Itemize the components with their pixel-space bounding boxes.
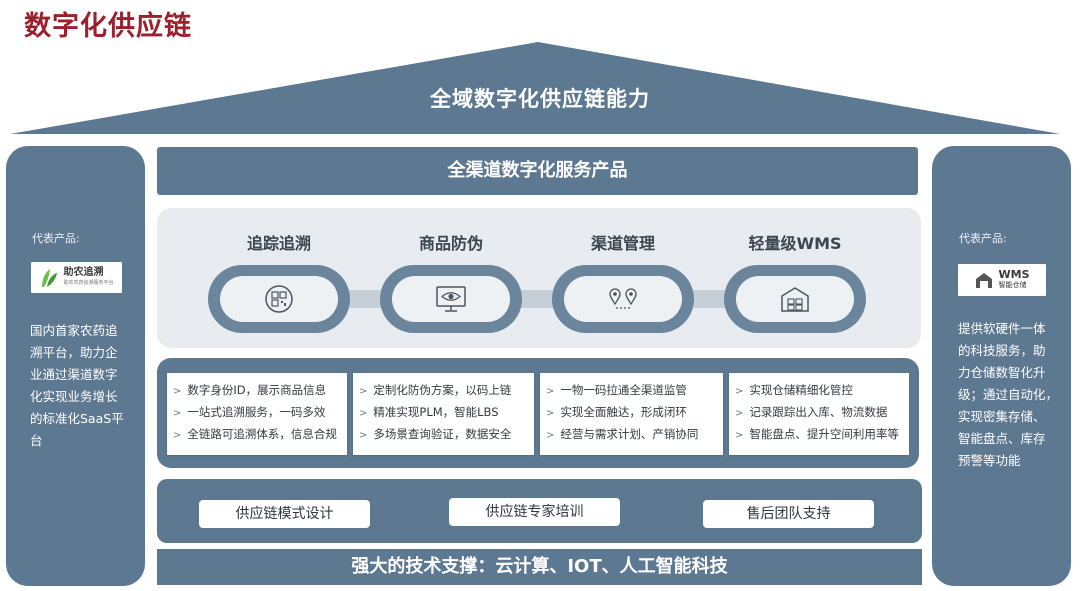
right-logo-subtext: 智能仓储 xyxy=(998,281,1027,289)
description-line: 的科技服务，助 xyxy=(958,343,1046,358)
feature-item: >一站式追溯服务，一码多效 xyxy=(173,405,326,419)
right-panel-label: 代表产品: xyxy=(959,232,1007,245)
wms-logo-icon xyxy=(976,273,993,288)
description-line: 提供软硬件一体 xyxy=(958,321,1046,336)
left-logo-text: 助农追溯 xyxy=(63,266,104,278)
chain-title-wms: 轻量级WMS xyxy=(748,234,842,253)
feature-item: >智能盘点、提升空间利用率等 xyxy=(735,427,899,441)
top-band-title: 全渠道数字化服务产品 xyxy=(157,147,918,195)
description-line: 的标准化SaaS平 xyxy=(30,411,124,426)
service-expert-training: 供应链专家培训 xyxy=(449,498,620,526)
chain-title-channel: 渠道管理 xyxy=(590,234,655,253)
description-line: 力仓储数智化升 xyxy=(958,365,1046,380)
feature-item: >一物一码拉通全渠道监管 xyxy=(546,383,687,397)
right-product-logo: WMS 智能仓储 xyxy=(958,264,1046,296)
feature-item: >定制化防伪方案，以码上链 xyxy=(359,383,512,397)
feature-item: >实现全面触达，形成闭环 xyxy=(546,405,687,419)
right-panel-description: 提供软硬件一体 的科技服务，助 力仓储数智化升 级；通过自动化， 实现密集存储、… xyxy=(958,318,1070,472)
roof-shape xyxy=(10,42,1060,134)
left-product-panel: 代表产品: 助农追溯 助农农药追溯服务平台 国内首家农药追 溯平台，助力企 业通… xyxy=(6,146,145,586)
feature-item: >实现仓储精细化管控 xyxy=(735,383,853,397)
roof-title: 全域数字化供应链能力 xyxy=(430,87,650,111)
location-route-icon xyxy=(609,288,637,309)
service-supply-chain-design: 供应链模式设计 xyxy=(199,500,370,528)
feature-card-channel: >一物一码拉通全渠道监管 >实现全面触达，形成闭环 >经营与需求计划、产销协同 xyxy=(540,373,723,455)
page-title: 数字化供应链 xyxy=(24,11,192,42)
feature-item: >全链路可追溯体系，信息合规 xyxy=(173,427,337,441)
description-line: 台 xyxy=(30,433,43,448)
description-line: 溯平台，助力企 xyxy=(30,345,118,360)
feature-item: >记录跟踪出入库、物流数据 xyxy=(735,405,888,419)
feature-card-anticounterfeit: >定制化防伪方案，以码上链 >精准实现PLM，智能LBS >多场景查询验证，数据… xyxy=(353,373,534,455)
leaf-logo-icon xyxy=(42,268,58,287)
feature-item: >经营与需求计划、产销协同 xyxy=(546,427,699,441)
description-line: 智能盘点、库存 xyxy=(958,431,1046,446)
left-panel-description: 国内首家农药追 溯平台，助力企 业通过渠道数字 化实现业务增长 的标准化SaaS… xyxy=(30,320,140,452)
description-line: 国内首家农药追 xyxy=(30,323,118,338)
description-line: 级；通过自动化， xyxy=(958,387,1059,402)
feature-card-trace: >数字身份ID，展示商品信息 >一站式追溯服务，一码多效 >全链路可追溯体系，信… xyxy=(167,373,347,455)
feature-item: >精准实现PLM，智能LBS xyxy=(359,405,499,419)
chain-link-channel xyxy=(552,265,694,333)
warehouse-icon xyxy=(781,287,809,312)
left-panel-label: 代表产品: xyxy=(32,232,80,245)
qr-code-icon xyxy=(265,285,293,313)
description-line: 预警等功能 xyxy=(958,453,1021,468)
eye-monitor-icon xyxy=(436,286,466,312)
description-line: 业通过渠道数字 xyxy=(30,367,118,382)
chain-title-anticounterfeit: 商品防伪 xyxy=(418,234,483,253)
left-logo-subtext: 助农农药追溯服务平台 xyxy=(63,279,114,286)
feature-card-wms: >实现仓储精细化管控 >记录跟踪出入库、物流数据 >智能盘点、提升空间利用率等 xyxy=(729,373,909,455)
right-logo-text: WMS xyxy=(998,268,1030,281)
description-line: 化实现业务增长 xyxy=(30,389,118,404)
feature-item: >数字身份ID，展示商品信息 xyxy=(173,383,327,397)
left-product-logo: 助农追溯 助农农药追溯服务平台 xyxy=(31,262,122,293)
chain-link-wms xyxy=(724,265,866,333)
description-line: 实现密集存储、 xyxy=(958,409,1046,424)
service-aftersales-support: 售后团队支持 xyxy=(703,500,874,528)
chain-link-trace xyxy=(208,265,350,333)
right-product-panel: 代表产品: WMS 智能仓储 提供软硬件一体 的科技服务，助 力仓储数智化升 级… xyxy=(932,146,1071,586)
bottom-band-title: 强大的技术支撑：云计算、IOT、人工智能科技 xyxy=(157,549,922,585)
chain-link-anticounterfeit xyxy=(380,265,522,333)
feature-item: >多场景查询验证，数据安全 xyxy=(359,427,512,441)
chain-title-trace: 追踪追溯 xyxy=(246,234,311,253)
